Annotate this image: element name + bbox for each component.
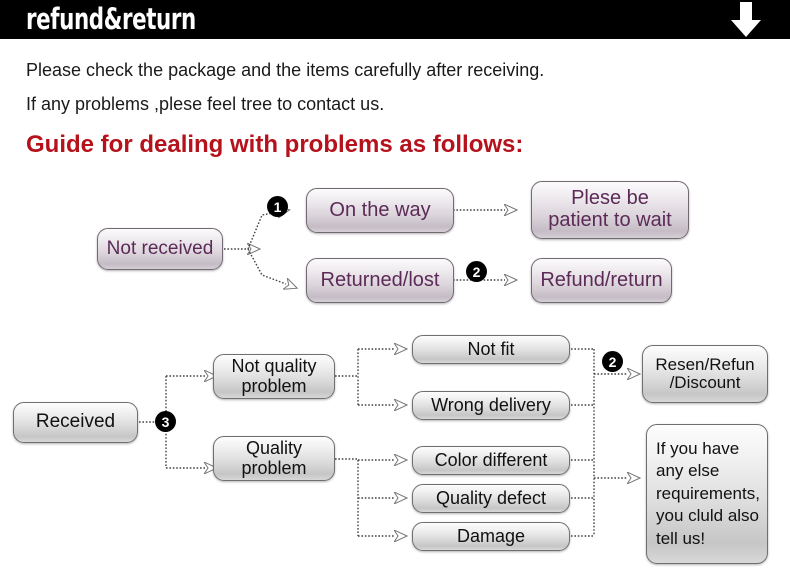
note-line-3: requirements, <box>656 483 760 503</box>
node-received-label: Received <box>35 411 116 433</box>
node-refund-return[interactable]: Refund/return <box>531 258 672 303</box>
node-quality-problem-line2: problem <box>241 457 307 478</box>
marker-3-label: 3 <box>161 413 170 430</box>
node-resend-refund-discount[interactable]: Resen/Refun /Discount <box>642 345 768 403</box>
marker-1-label: 1 <box>273 198 282 215</box>
note-line-4: you cluld also <box>656 506 760 526</box>
node-please-be-patient-line1: Plese be <box>571 187 649 210</box>
marker-2-top-label: 2 <box>472 263 481 280</box>
note-line-1: If you have <box>656 438 740 458</box>
node-not-fit[interactable]: Not fit <box>412 335 570 364</box>
guide-heading: Guide for dealing with problems as follo… <box>26 131 524 158</box>
node-returned-lost-label: Returned/lost <box>320 268 440 291</box>
node-quality-problem-line1: Quality <box>245 438 303 459</box>
node-not-received-label: Not received <box>106 237 214 259</box>
intro-line-2: If any problems ,plese feel tree to cont… <box>26 94 385 114</box>
node-please-be-patient-line2: patient to wait <box>548 209 672 231</box>
node-color-different-label: Color different <box>434 449 548 470</box>
down-arrow-icon <box>731 2 761 37</box>
node-wrong-delivery[interactable]: Wrong delivery <box>412 391 570 420</box>
node-wrong-delivery-label: Wrong delivery <box>431 394 551 415</box>
node-please-be-patient[interactable]: Plese be patient to wait <box>531 181 689 239</box>
note-line-5: tell us! <box>656 528 706 548</box>
marker-2-top: 2 <box>466 261 487 282</box>
node-not-fit-label: Not fit <box>467 338 515 359</box>
node-additional-requirements-note[interactable]: If you have any else requirements, you c… <box>646 424 768 564</box>
marker-3: 3 <box>155 411 176 432</box>
node-damage[interactable]: Damage <box>412 522 570 551</box>
node-quality-problem[interactable]: Quality problem <box>213 436 335 481</box>
header-bar: refund&return <box>0 0 790 39</box>
node-quality-defect-label: Quality defect <box>435 487 547 508</box>
node-quality-defect[interactable]: Quality defect <box>412 484 570 513</box>
node-on-the-way-label: On the way <box>329 198 431 221</box>
node-not-quality-problem-line2: problem <box>241 375 307 396</box>
marker-1: 1 <box>267 196 288 217</box>
node-returned-lost[interactable]: Returned/lost <box>306 258 454 303</box>
node-damage-label: Damage <box>456 525 526 546</box>
node-not-quality-problem-line1: Not quality <box>231 356 317 377</box>
marker-2-bottom: 2 <box>602 351 623 372</box>
marker-2-bottom-label: 2 <box>608 353 617 370</box>
node-on-the-way[interactable]: On the way <box>306 188 454 233</box>
node-resend-line2: /Discount <box>669 373 741 392</box>
node-refund-return-label: Refund/return <box>540 268 663 291</box>
node-resend-line1: Resen/Refun <box>655 354 755 374</box>
node-color-different[interactable]: Color different <box>412 446 570 475</box>
note-line-2: any else <box>656 461 720 481</box>
node-received[interactable]: Received <box>13 402 138 443</box>
intro-line-1: Please check the package and the items c… <box>26 60 545 80</box>
node-not-received[interactable]: Not received <box>97 228 223 270</box>
page-title: refund&return <box>26 2 196 36</box>
node-not-quality-problem[interactable]: Not quality problem <box>213 354 335 399</box>
